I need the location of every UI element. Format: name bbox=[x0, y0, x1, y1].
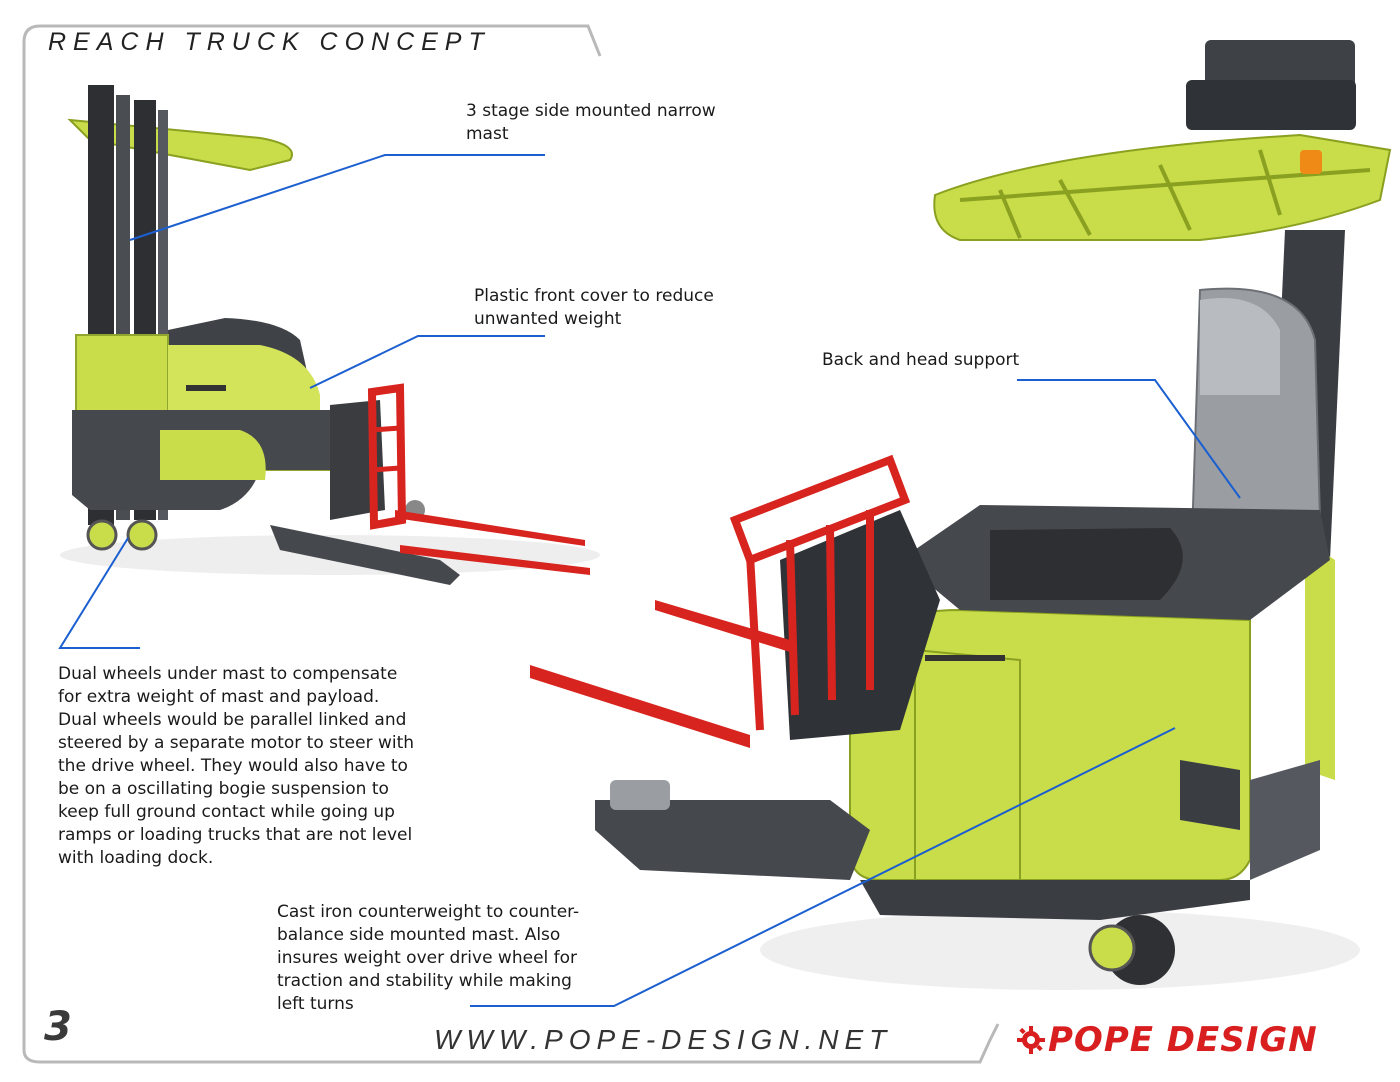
annotation-mast: 3 stage side mounted narrow mast bbox=[466, 100, 716, 146]
annotation-line: 3 stage side mounted narrow bbox=[466, 101, 716, 121]
website-url: WWW.POPE-DESIGN.NET bbox=[434, 1024, 893, 1055]
page-number: 3 bbox=[44, 1004, 72, 1050]
annotation-line: Cast iron counterweight to counter- bbox=[277, 902, 580, 922]
annotation-head-support: Back and head support bbox=[822, 349, 1019, 372]
page-title: REACH TRUCK CONCEPT bbox=[48, 28, 491, 56]
annotation-line: the drive wheel. They would also have to bbox=[58, 756, 408, 776]
annotation-line: left turns bbox=[277, 994, 354, 1014]
annotation-line: Back and head support bbox=[822, 350, 1020, 370]
leader-lines bbox=[58, 154, 1241, 1007]
annotation-dual-wheels: Dual wheels under mast to compensate for… bbox=[58, 663, 414, 870]
brand-logo: POPE DESIGN bbox=[1016, 1020, 1318, 1060]
annotation-line: Plastic front cover to reduce bbox=[474, 286, 714, 306]
leader-counterweight bbox=[470, 727, 1176, 1007]
annotation-line: with loading dock. bbox=[58, 848, 214, 868]
annotation-line: Dual wheels under mast to compensate bbox=[58, 664, 398, 684]
annotation-counterweight: Cast iron counterweight to counter- bala… bbox=[277, 901, 579, 1016]
leader-mast bbox=[129, 154, 545, 241]
annotation-line: traction and stability while making bbox=[277, 971, 572, 991]
leader-dual-wheels bbox=[58, 537, 140, 649]
annotation-line: ramps or loading trucks that are not lev… bbox=[58, 825, 413, 845]
leader-front-cover bbox=[309, 335, 545, 389]
gear-icon bbox=[1017, 1026, 1045, 1054]
annotation-line: unwanted weight bbox=[474, 309, 622, 329]
annotation-line: steered by a separate motor to steer wit… bbox=[58, 733, 415, 753]
leader-head-support bbox=[1017, 379, 1241, 499]
brand-name: POPE DESIGN bbox=[1048, 1020, 1318, 1060]
annotation-line: mast bbox=[466, 124, 509, 144]
annotation-line: for extra weight of mast and payload. bbox=[58, 687, 380, 707]
annotation-front-cover: Plastic front cover to reduce unwanted w… bbox=[474, 285, 714, 331]
annotation-line: Dual wheels would be parallel linked and bbox=[58, 710, 407, 730]
side-view-truck bbox=[60, 85, 600, 585]
annotation-line: keep full ground contact while going up bbox=[58, 802, 395, 822]
annotation-line: insures weight over drive wheel for bbox=[277, 948, 578, 968]
annotation-line: balance side mounted mast. Also bbox=[277, 925, 561, 945]
three-quarter-view-truck bbox=[530, 40, 1392, 990]
annotation-line: be on a oscillating bogie suspension to bbox=[58, 779, 389, 799]
